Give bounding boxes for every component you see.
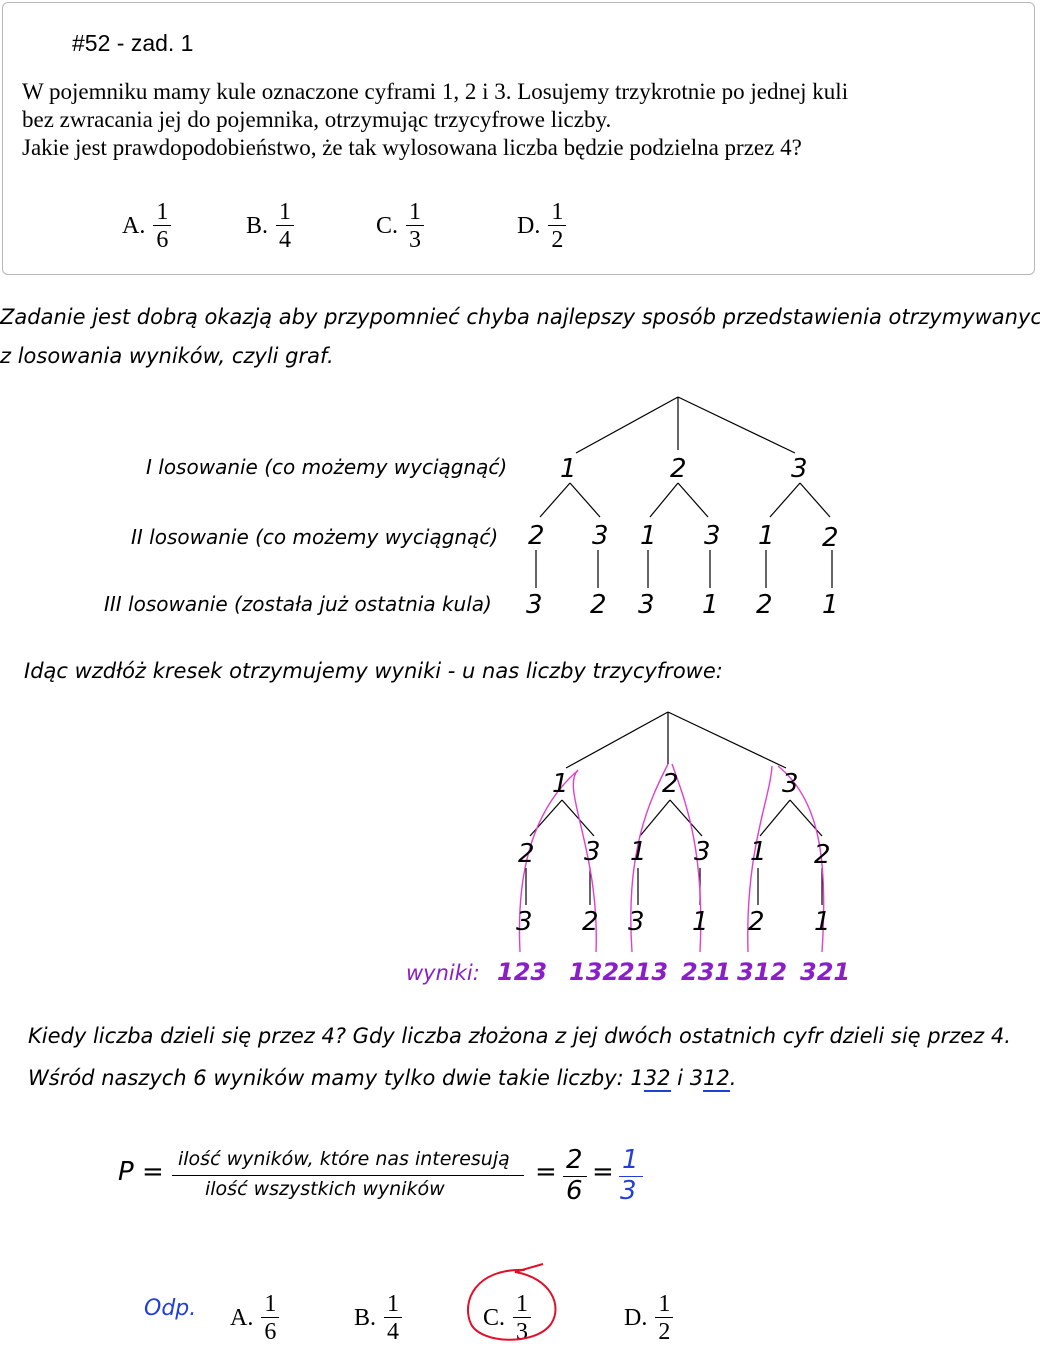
- tree1-level3-node: 2: [756, 590, 773, 620]
- tree1-level1-node: 3: [791, 454, 808, 484]
- result-number: 321: [800, 958, 850, 986]
- fraction-numerator: 2: [566, 1145, 583, 1175]
- answer-label: Odp.: [144, 1296, 197, 1321]
- answer-circle-mark: [466, 1263, 557, 1341]
- result-number: 132: [569, 958, 619, 986]
- number-prefix: 1: [630, 1066, 644, 1090]
- result-numerator: 1: [622, 1145, 639, 1175]
- walk-text: Idąc wzdłóż kresek otrzymujemy wyniki - …: [24, 659, 723, 683]
- question-line-3: Jakie jest prawdopodobieństwo, że tak wy…: [22, 135, 802, 160]
- tree2-lines: [525, 711, 823, 905]
- tree2-level3-node: 3: [516, 907, 533, 937]
- period: .: [729, 1066, 737, 1090]
- tree1-level2-node: 1: [640, 521, 657, 551]
- tree2-level3-node: 2: [748, 907, 765, 937]
- tree2-level2-node: 1: [630, 837, 647, 867]
- tree1-level3-node: 1: [702, 590, 719, 620]
- option-letter: A.: [230, 1304, 254, 1331]
- tree2-level2-node: 2: [518, 839, 535, 869]
- tree2-level1-node: 2: [662, 769, 679, 799]
- tree2-level1-node: 3: [782, 769, 799, 799]
- draw-label-1: I losowanie (co możemy wyciągnąć): [146, 455, 508, 479]
- tree2-level3-node: 2: [582, 907, 599, 937]
- option-letter: A.: [122, 212, 146, 239]
- option-letter: C.: [376, 212, 399, 239]
- intro-line-2: z losowania wyników, czyli graf.: [0, 344, 334, 368]
- tree1-level1-node: 2: [670, 454, 687, 484]
- equals-sign: =: [535, 1157, 557, 1187]
- divisibility-result: Wśród naszych 6 wyników mamy tylko dwie …: [28, 1066, 737, 1092]
- task-title: #52 - zad. 1: [72, 30, 194, 56]
- conjunction: i: [670, 1066, 690, 1090]
- tree2-magenta-paths: [518, 763, 825, 953]
- tree-diagram-1: 1 2 3 2 3 1 3 1 2 3 2 3 1 2 1: [526, 396, 839, 620]
- tree1-lines: [535, 396, 833, 588]
- result-text: Wśród naszych 6 wyników mamy tylko dwie …: [28, 1066, 631, 1090]
- tree1-level1-node: 1: [560, 454, 577, 484]
- probability-symbol: P =: [118, 1157, 164, 1187]
- tree1-level2-node: 1: [758, 521, 775, 551]
- tree2-level1-node: 1: [552, 769, 569, 799]
- result-number: 312: [737, 958, 787, 986]
- option-letter: D.: [624, 1304, 648, 1331]
- formula-denominator: ilość wszystkich wyników: [205, 1178, 445, 1200]
- tree1-level3-node: 1: [822, 590, 839, 620]
- option-letter: B.: [354, 1304, 377, 1331]
- tree2-level3-node: 3: [628, 907, 645, 937]
- tree1-level2-node: 2: [822, 523, 839, 553]
- tree1-level2-node: 3: [704, 521, 721, 551]
- option-letter: B.: [246, 212, 269, 239]
- number-prefix: 3: [689, 1066, 704, 1090]
- equals-sign: =: [592, 1157, 614, 1187]
- draw-label-2: II losowanie (co możemy wyciągnąć): [131, 525, 499, 549]
- question-line-1: W pojemniku mamy kule oznaczone cyframi …: [22, 79, 849, 104]
- result-number: 123: [497, 958, 547, 986]
- tree1-level3-node: 2: [590, 590, 607, 620]
- divisibility-rule: Kiedy liczba dzieli się przez 4? Gdy lic…: [28, 1024, 1011, 1048]
- results-label: wyniki:: [406, 961, 480, 985]
- task-box: [2, 2, 1035, 275]
- option-letter: D.: [517, 212, 541, 239]
- fraction-bar: [619, 1176, 643, 1177]
- draw-label-3: III losowanie (została już ostatnia kula…: [104, 592, 492, 616]
- option-letter: C.: [483, 1304, 506, 1331]
- tree-diagram-2: 1 2 3 2 3 1 3 1 2 3 2 3 1 2 1 wyniki: 12…: [406, 711, 850, 986]
- formula-numerator: ilość wyników, które nas interesują: [178, 1148, 510, 1170]
- tree2-level2-node: 1: [750, 837, 767, 867]
- question-line-2: bez zwracania jej do pojemnika, otrzymuj…: [22, 107, 612, 132]
- fraction-bar: [563, 1176, 587, 1177]
- result-denominator: 3: [620, 1176, 637, 1206]
- fraction-bar: [172, 1175, 524, 1176]
- tree1-level3-node: 3: [638, 590, 655, 620]
- tree2-level3-node: 1: [692, 907, 709, 937]
- tree2-level2-node: 2: [814, 840, 831, 870]
- tree2-level2-node: 3: [694, 837, 711, 867]
- tree1-level2-node: 2: [528, 521, 545, 551]
- result-number: 231: [681, 958, 731, 986]
- underlined-ending: 32: [643, 1066, 671, 1092]
- intro-line-1: Zadanie jest dobrą okazją aby przypomnie…: [0, 305, 1040, 329]
- tree1-level2-node: 3: [592, 521, 609, 551]
- tree2-level2-node: 3: [584, 837, 601, 867]
- fraction-denominator: 6: [566, 1176, 583, 1206]
- underlined-ending: 12: [703, 1066, 730, 1092]
- tree1-level3-node: 3: [526, 590, 543, 620]
- tree2-level3-node: 1: [814, 907, 831, 937]
- result-number: 213: [618, 958, 668, 986]
